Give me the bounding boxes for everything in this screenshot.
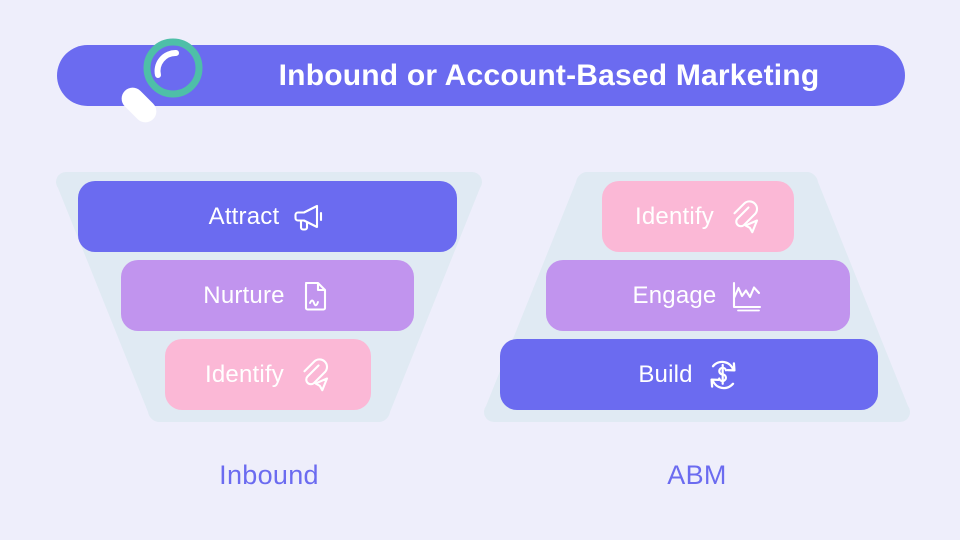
stage-attract[interactable]: Attract [78,181,457,252]
page-title: Inbound or Account-Based Marketing [278,58,820,92]
stage-label: Build [638,360,693,388]
paperclip-cursor-icon [727,199,761,234]
stage-label: Engage [632,281,717,309]
diagram-caption-abm: ABM [667,460,727,490]
line-chart-icon [729,279,763,313]
stage-engage[interactable]: Engage [546,260,850,331]
stage-identify[interactable]: Identify [602,181,794,252]
title-banner: Inbound or Account-Based Marketing [57,38,905,123]
paperclip-cursor-icon [297,357,331,392]
document-sign-icon [298,279,332,313]
stage-label: Identify [635,202,714,230]
magnifier-icon [120,29,212,123]
stage-label: Identify [205,360,284,388]
megaphone-icon [292,200,326,234]
diagram-caption-inbound: Inbound [219,460,319,490]
dollar-refresh-icon [706,358,740,392]
stage-identify[interactable]: Identify [165,339,371,410]
stage-build[interactable]: Build [500,339,878,410]
funnel-stages: Attract Nurture [52,168,486,426]
stage-nurture[interactable]: Nurture [121,260,414,331]
stage-label: Attract [208,202,280,230]
pyramid-stages: Identify Engage [480,168,914,426]
stage-label: Nurture [203,281,285,309]
